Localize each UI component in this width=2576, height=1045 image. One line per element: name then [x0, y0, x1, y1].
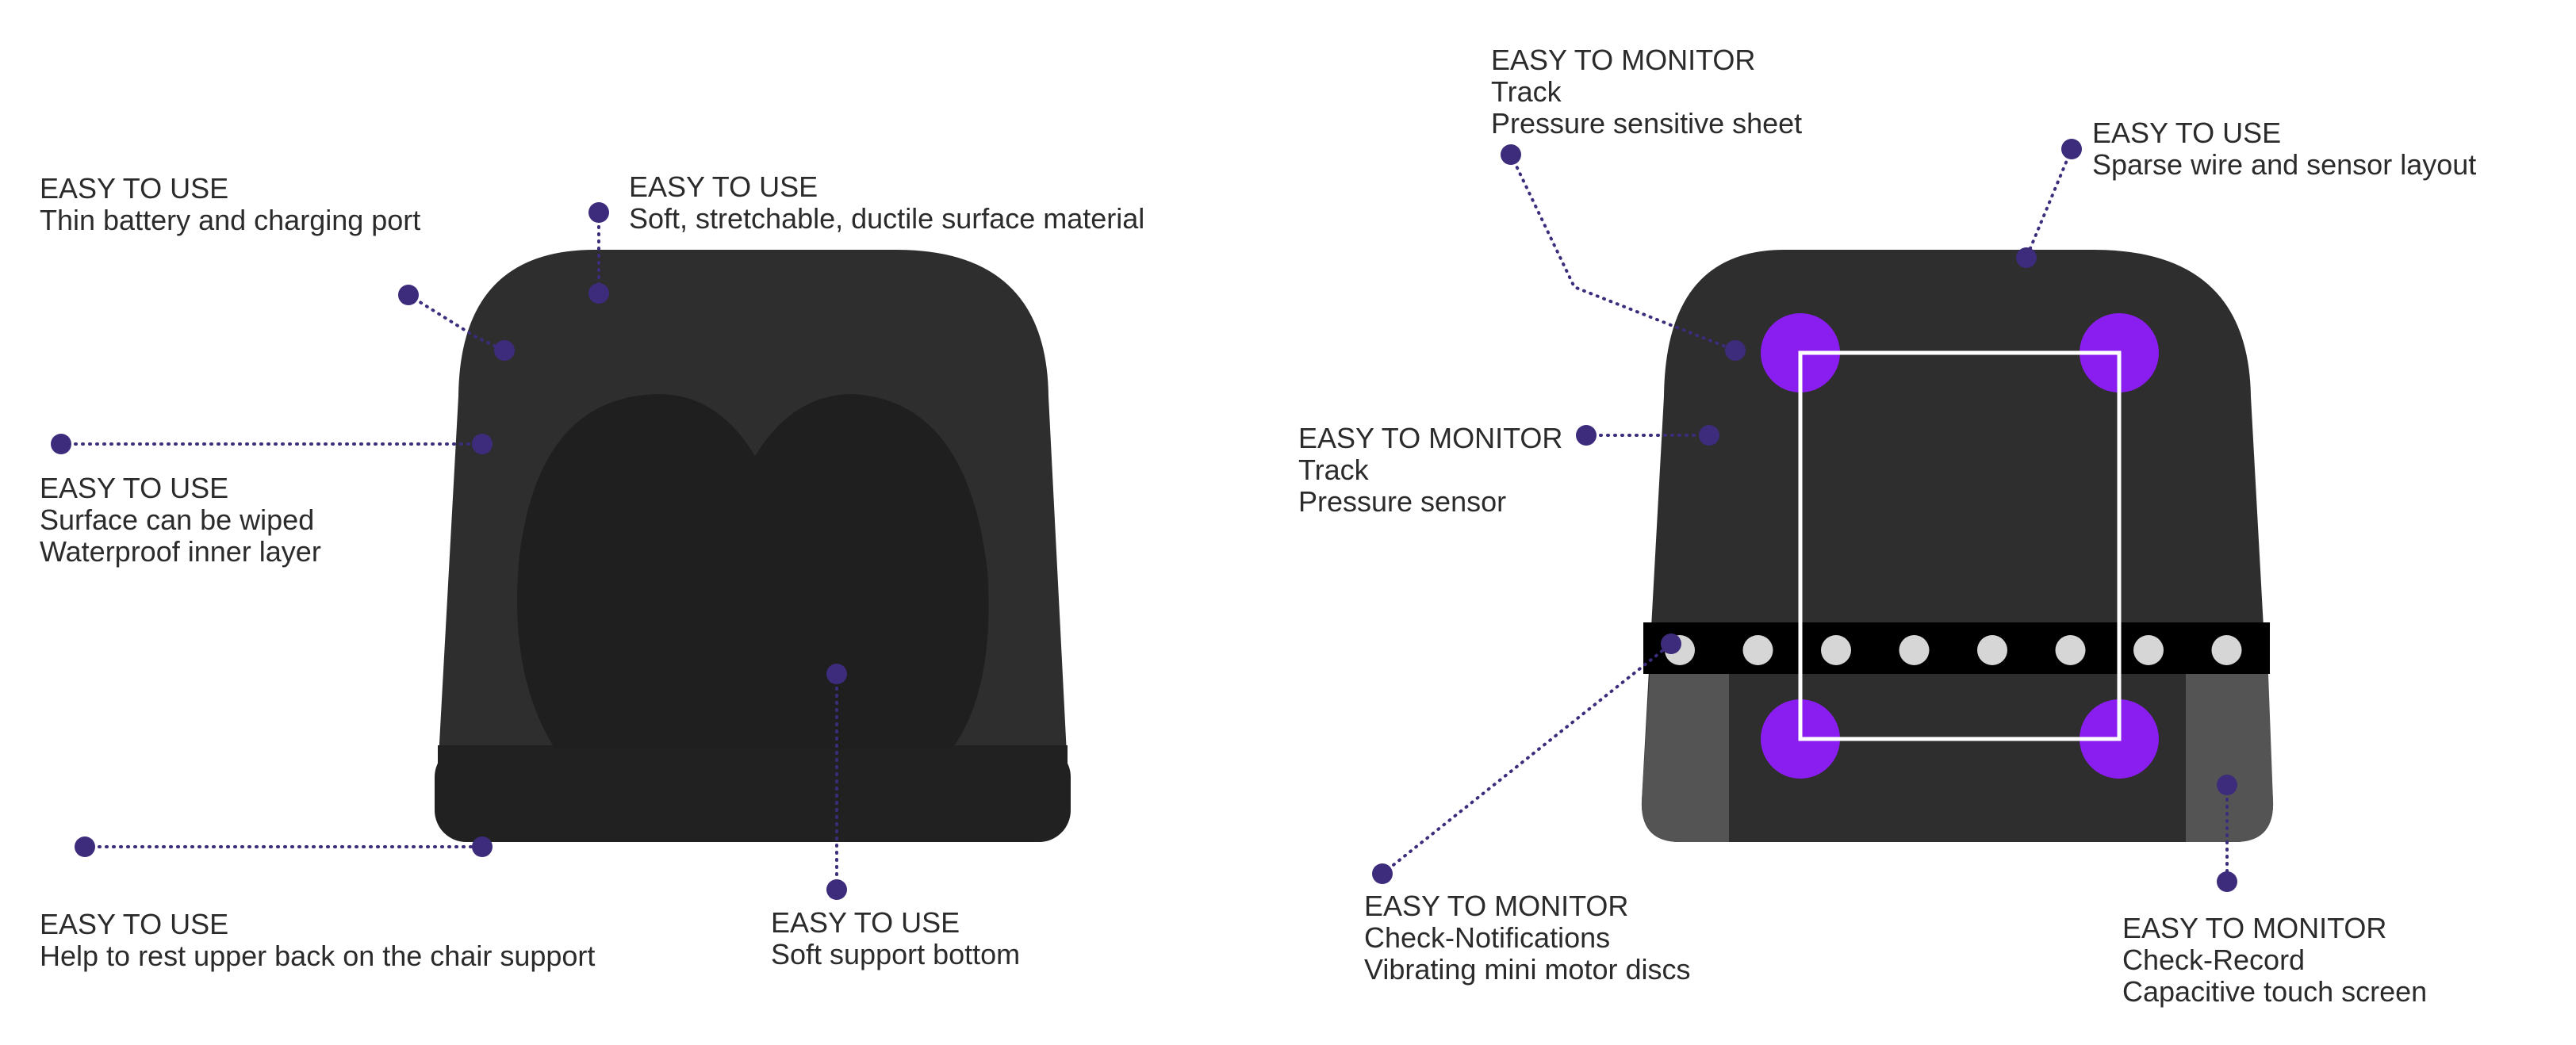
left-cushion — [435, 250, 1071, 842]
callout-support-bottom: EASY TO USE Soft support bottom — [771, 906, 1020, 970]
callout-heading: EASY TO USE — [629, 170, 818, 203]
callout-line: Thin battery and charging port — [40, 204, 420, 236]
dot-pressure-sheet-anchor — [1725, 340, 1746, 361]
callout-upper-back: EASY TO USE Help to rest upper back on t… — [40, 908, 595, 972]
dot-motor-discs-anchor — [1661, 634, 1681, 654]
callout-motor-discs: EASY TO MONITOR Check-Notifications Vibr… — [1364, 890, 1691, 986]
strap-sensor-dot — [2055, 635, 2086, 665]
callout-heading: EASY TO USE — [40, 908, 228, 940]
dot-wire-layout-anchor — [2016, 247, 2037, 268]
callout-line: Track — [1298, 454, 1370, 486]
dot-pressure-sensor-end — [1576, 425, 1597, 446]
callout-touch-screen: EASY TO MONITOR Check-Record Capacitive … — [2122, 912, 2427, 1008]
callout-heading: EASY TO USE — [40, 172, 228, 205]
leader-battery — [407, 293, 506, 352]
dot-motor-discs-end — [1372, 863, 1393, 884]
dot-battery-end — [398, 285, 419, 305]
left-cushion-inner-form — [517, 394, 989, 749]
right-cushion-body — [1641, 250, 2274, 842]
callout-line: Vibrating mini motor discs — [1364, 953, 1691, 986]
strap-sensor-dot — [1742, 635, 1773, 665]
dot-wipeable-anchor — [472, 434, 493, 454]
sensor-strap — [1643, 622, 2270, 674]
leader-pressure-sheet — [1509, 153, 1737, 352]
callout-line: Help to rest upper back on the chair sup… — [40, 940, 595, 972]
strap-sensor-dots — [1665, 635, 2242, 665]
callout-heading: EASY TO MONITOR — [2122, 912, 2386, 944]
dot-surface-material-end — [588, 202, 609, 223]
dot-surface-material-anchor — [588, 283, 609, 304]
callout-battery: EASY TO USE Thin battery and charging po… — [40, 172, 420, 236]
strap-sensor-dot — [2211, 635, 2242, 665]
leader-dots — [51, 139, 2237, 900]
strap-sensor-dot — [1977, 635, 2007, 665]
callout-line: Pressure sensitive sheet — [1491, 107, 1802, 140]
callout-line: Track — [1491, 75, 1562, 108]
dot-pressure-sheet-end — [1501, 144, 1521, 165]
dot-upper-back-anchor — [472, 836, 493, 857]
left-cushion-base-top — [438, 745, 1068, 793]
callout-heading: EASY TO MONITOR — [1491, 44, 1755, 76]
callout-line: Sparse wire and sensor layout — [2092, 148, 2476, 181]
callout-line: Soft, stretchable, ductile surface mater… — [629, 202, 1144, 235]
callout-line: Capacitive touch screen — [2122, 975, 2427, 1008]
strap-sensor-dot — [1899, 635, 1930, 665]
callout-pressure-sheet: EASY TO MONITOR Track Pressure sensitive… — [1491, 44, 1802, 140]
dot-wire-layout-end — [2061, 139, 2082, 159]
callout-line: Check-Notifications — [1364, 921, 1610, 954]
leader-wire-layout — [2025, 147, 2073, 259]
callout-heading: EASY TO USE — [2092, 117, 2281, 149]
pressure-sheet-outline — [1798, 350, 2122, 741]
dot-upper-back-end — [75, 836, 95, 857]
strap-sensor-dot — [2133, 635, 2164, 665]
callout-heading: EASY TO MONITOR — [1298, 422, 1562, 454]
callout-heading: EASY TO USE — [771, 906, 960, 939]
dot-touch-screen-anchor — [2217, 775, 2237, 795]
dot-touch-screen-end — [2217, 871, 2237, 892]
leader-lines — [59, 147, 2229, 891]
callout-line: Check-Record — [2122, 944, 2305, 976]
callout-surface-material: EASY TO USE Soft, stretchable, ductile s… — [629, 170, 1144, 235]
callout-line: Surface can be wiped — [40, 503, 314, 536]
callout-heading: EASY TO USE — [40, 472, 228, 504]
dot-wipeable-end — [51, 434, 71, 454]
dot-support-bottom-end — [826, 879, 847, 900]
right-cushion — [1641, 250, 2274, 842]
dot-support-bottom-anchor — [826, 664, 847, 684]
right-side-panel-right — [2186, 674, 2274, 842]
right-side-panel-left — [1641, 674, 1729, 842]
callout-line: Soft support bottom — [771, 938, 1020, 970]
callout-heading: EASY TO MONITOR — [1364, 890, 1628, 922]
callout-wire-layout: EASY TO USE Sparse wire and sensor layou… — [2092, 117, 2476, 181]
callout-line: Waterproof inner layer — [40, 535, 321, 568]
dot-battery-anchor — [494, 340, 515, 361]
dot-pressure-sensor-anchor — [1699, 425, 1719, 446]
callout-pressure-sensor: EASY TO MONITOR Track Pressure sensor — [1298, 422, 1570, 518]
leader-motor-discs — [1381, 642, 1673, 875]
callout-line: Pressure sensor — [1298, 485, 1506, 518]
callout-wipeable: EASY TO USE Surface can be wiped Waterpr… — [40, 472, 322, 568]
strap-sensor-dot — [1821, 635, 1851, 665]
